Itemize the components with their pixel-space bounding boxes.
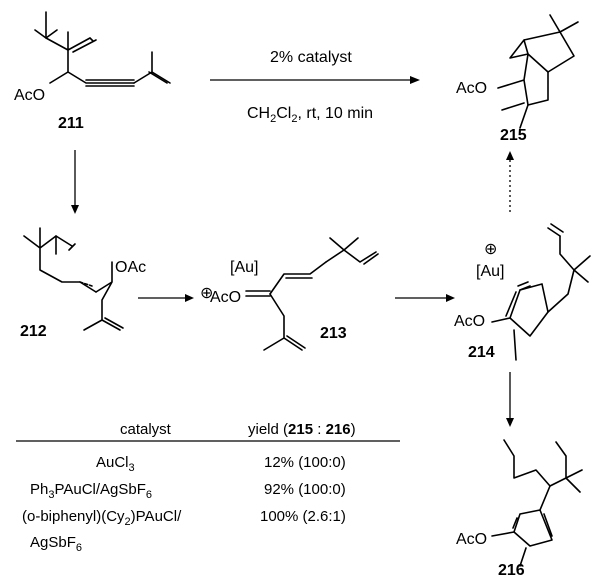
structure-215: AcO 215 <box>456 14 579 144</box>
compound-label-214: 214 <box>468 344 495 361</box>
structure-216: AcO 216 <box>456 439 583 579</box>
compound-label-212: 212 <box>20 323 47 340</box>
solvent-condition: CH2Cl2, rt, 10 min <box>247 105 373 125</box>
arrowhead-214-215 <box>506 151 514 160</box>
structure-212: OAc 212 <box>20 227 146 340</box>
arrowhead-main <box>410 76 420 84</box>
plus-214: ⊕ <box>484 241 497 258</box>
plus-213: ⊕ <box>200 285 213 302</box>
arrowhead-212-213 <box>185 294 194 302</box>
table-row-3-catalyst: (o-biphenyl)(Cy2)PAuCl/ <box>22 508 182 528</box>
compound-label-213: 213 <box>320 325 347 342</box>
arrowhead-214-216 <box>506 418 514 427</box>
gold-label-214: [Au] <box>476 263 504 280</box>
table-header-catalyst: catalyst <box>120 421 172 438</box>
structure-214: ⊕ [Au] AcO 214 <box>454 223 591 361</box>
acetoxy-label-216: AcO <box>456 531 487 548</box>
table-header-yield: yield (215 : 216) <box>248 421 356 438</box>
acetoxy-cation-213: AcO <box>210 289 241 306</box>
acetoxy-label-214: AcO <box>454 313 485 330</box>
arrowhead-213-214 <box>446 294 455 302</box>
acetoxy-label-215: AcO <box>456 80 487 97</box>
oac-label-212: OAc <box>115 259 146 276</box>
compound-label-215: 215 <box>500 127 527 144</box>
table-row-3-yield: 100% (2.6:1) <box>260 508 346 525</box>
table-row-2-catalyst: Ph3PAuCl/AgSbF6 <box>30 481 152 501</box>
gold-label-213: [Au] <box>230 259 258 276</box>
catalyst-table: catalyst yield (215 : 216) AuCl3 12% (10… <box>16 421 400 554</box>
structure-211: AcO 211 <box>14 11 171 132</box>
compound-label-211: 211 <box>58 115 84 132</box>
acetoxy-label-211: AcO <box>14 87 45 104</box>
catalyst-condition: 2% catalyst <box>270 49 352 66</box>
table-row-2-yield: 92% (100:0) <box>264 481 346 498</box>
table-row-1-yield: 12% (100:0) <box>264 454 346 471</box>
compound-label-216: 216 <box>498 562 525 579</box>
table-row-1-catalyst: AuCl3 <box>96 454 135 474</box>
arrowhead-211-212 <box>71 205 79 214</box>
table-row-3-catalyst-line2: AgSbF6 <box>30 534 82 554</box>
structure-213: [Au] ⊕ AcO 213 <box>200 237 379 351</box>
